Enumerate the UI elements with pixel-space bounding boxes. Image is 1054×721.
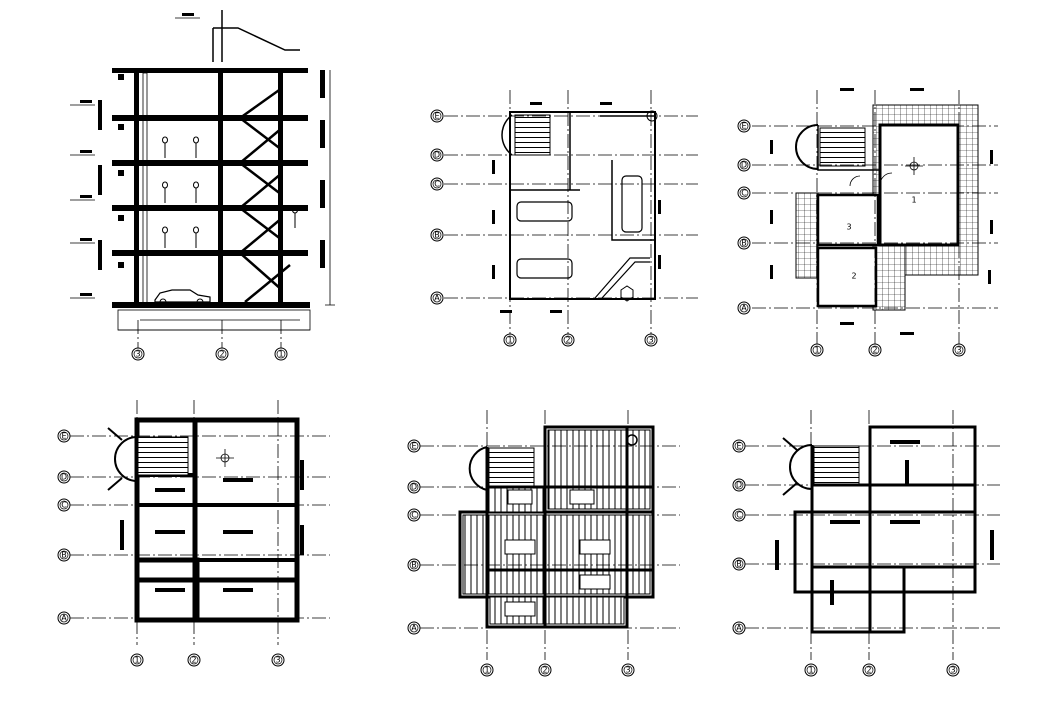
grid-bubble-2: 2 xyxy=(862,663,876,677)
grid-bubble-2: 2 xyxy=(538,663,552,677)
grid-bubble-E: E xyxy=(430,109,444,123)
svg-text:B: B xyxy=(411,561,417,570)
svg-text:C: C xyxy=(736,511,742,520)
grid-bubble-C: C xyxy=(430,177,444,191)
svg-text:2: 2 xyxy=(542,666,547,675)
svg-text:3: 3 xyxy=(956,346,961,355)
svg-text:3: 3 xyxy=(625,666,630,675)
svg-text:A: A xyxy=(411,624,417,633)
svg-text:D: D xyxy=(61,473,67,482)
svg-text:C: C xyxy=(411,511,417,520)
grid-bubble-D: D xyxy=(732,478,746,492)
grid-bubble-D: D xyxy=(430,148,444,162)
grid-bubble-3: 3 xyxy=(271,653,285,667)
grid-bubble-2: 2 xyxy=(187,653,201,667)
svg-text:2: 2 xyxy=(866,666,871,675)
grid-bubble-3: 3 xyxy=(644,333,658,347)
svg-text:3: 3 xyxy=(950,666,955,675)
svg-text:3: 3 xyxy=(275,656,280,665)
plan-typical-floor xyxy=(70,400,330,645)
svg-text:A: A xyxy=(434,294,440,303)
grid-bubble-3: 3 xyxy=(131,347,145,361)
svg-text:D: D xyxy=(411,483,417,492)
grid-bubble-3: 3 xyxy=(952,343,966,357)
grid-bubble-B: B xyxy=(407,558,421,572)
grid-bubble-B: B xyxy=(57,548,71,562)
svg-text:D: D xyxy=(736,481,742,490)
svg-text:B: B xyxy=(736,560,742,569)
grid-bubble-C: C xyxy=(407,508,421,522)
grid-bubble-1: 1 xyxy=(130,653,144,667)
grid-bubble-D: D xyxy=(57,470,71,484)
grid-bubble-A: A xyxy=(732,621,746,635)
svg-text:E: E xyxy=(434,112,439,121)
plan-upper-floor xyxy=(745,410,1000,660)
svg-text:E: E xyxy=(61,432,66,441)
room-number-1: 1 xyxy=(911,196,916,205)
grid-bubble-D: D xyxy=(407,480,421,494)
grid-bubble-B: B xyxy=(430,228,444,242)
svg-text:B: B xyxy=(434,231,440,240)
grid-bubble-A: A xyxy=(737,301,751,315)
grid-bubble-2: 2 xyxy=(215,347,229,361)
svg-text:D: D xyxy=(434,151,440,160)
svg-text:C: C xyxy=(434,180,440,189)
svg-text:3: 3 xyxy=(135,350,140,359)
grid-bubble-B: B xyxy=(737,236,751,250)
grid-bubble-1: 1 xyxy=(480,663,494,677)
grid-bubble-D: D xyxy=(737,158,751,172)
building-section xyxy=(70,10,335,355)
svg-text:2: 2 xyxy=(565,336,570,345)
grid-bubble-C: C xyxy=(57,498,71,512)
svg-text:2: 2 xyxy=(872,346,877,355)
svg-text:1: 1 xyxy=(814,346,819,355)
svg-text:E: E xyxy=(736,442,741,451)
grid-bubble-A: A xyxy=(430,291,444,305)
svg-text:B: B xyxy=(61,551,67,560)
svg-text:C: C xyxy=(61,501,67,510)
svg-text:3: 3 xyxy=(648,336,653,345)
grid-bubble-1: 1 xyxy=(503,333,517,347)
svg-text:1: 1 xyxy=(507,336,512,345)
room-number-3: 3 xyxy=(846,223,851,232)
svg-text:E: E xyxy=(741,122,746,131)
grid-bubble-E: E xyxy=(407,439,421,453)
svg-text:1: 1 xyxy=(278,350,283,359)
grid-bubble-3: 3 xyxy=(621,663,635,677)
grid-bubble-A: A xyxy=(407,621,421,635)
svg-text:A: A xyxy=(61,614,67,623)
grid-bubble-1: 1 xyxy=(804,663,818,677)
svg-text:D: D xyxy=(741,161,747,170)
svg-text:1: 1 xyxy=(808,666,813,675)
grid-bubble-3: 3 xyxy=(946,663,960,677)
svg-text:1: 1 xyxy=(134,656,139,665)
plan-ground-floor: 1 3 2 xyxy=(752,88,998,345)
grid-bubble-2: 2 xyxy=(868,343,882,357)
svg-text:C: C xyxy=(741,189,747,198)
grid-bubble-1: 1 xyxy=(810,343,824,357)
plan-parking xyxy=(444,90,698,335)
room-number-2: 2 xyxy=(851,272,856,281)
svg-text:B: B xyxy=(741,239,747,248)
svg-text:A: A xyxy=(736,624,742,633)
grid-bubble-C: C xyxy=(737,186,751,200)
grid-bubble-1: 1 xyxy=(274,347,288,361)
svg-text:1: 1 xyxy=(484,666,489,675)
svg-text:A: A xyxy=(741,304,747,313)
grid-bubble-E: E xyxy=(732,439,746,453)
grid-bubble-E: E xyxy=(57,429,71,443)
plan-framing xyxy=(420,410,680,660)
svg-text:E: E xyxy=(411,442,416,451)
grid-bubble-E: E xyxy=(737,119,751,133)
grid-bubbles: 3 2 1 E D C B A 1 2 3 E D C B A 1 2 3 E … xyxy=(57,109,966,677)
grid-bubble-A: A xyxy=(57,611,71,625)
svg-text:2: 2 xyxy=(219,350,224,359)
grid-bubble-2: 2 xyxy=(561,333,575,347)
grid-bubble-C: C xyxy=(732,508,746,522)
grid-bubble-B: B xyxy=(732,557,746,571)
svg-text:2: 2 xyxy=(191,656,196,665)
